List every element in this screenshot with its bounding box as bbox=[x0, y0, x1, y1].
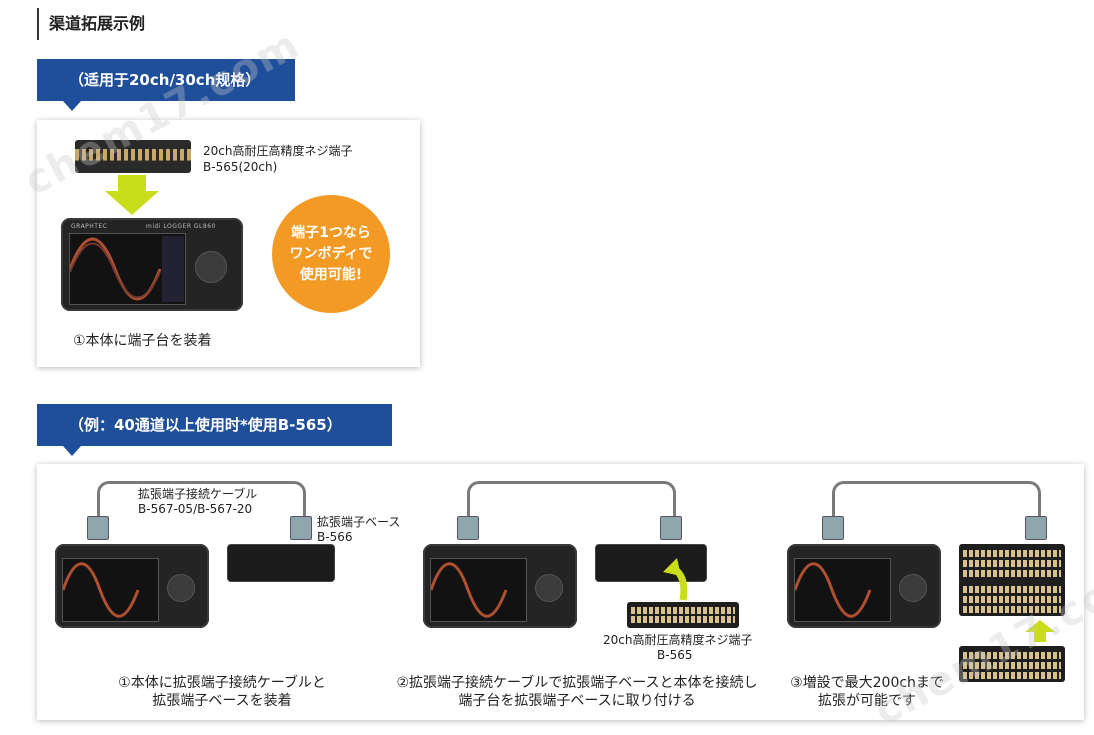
waveform-graphic bbox=[795, 562, 872, 618]
caption1-line2: 拡張端子ベースを装着 bbox=[152, 693, 292, 709]
connector-left-scene3 bbox=[822, 516, 844, 540]
terminal-block-image bbox=[75, 140, 191, 173]
logger-device-scene3 bbox=[787, 544, 941, 628]
cable-label-line2: B-567-05/B-567-20 bbox=[138, 502, 253, 516]
waveform-graphic bbox=[63, 562, 140, 618]
panel1-caption: ①本体に端子台を装着 bbox=[73, 333, 212, 349]
cable-scene2 bbox=[467, 481, 676, 520]
device-screen-scene3 bbox=[794, 558, 891, 622]
device-screen-scene1 bbox=[62, 558, 159, 622]
device-dpad bbox=[167, 574, 195, 602]
badge-line-2: ワンボディで bbox=[289, 245, 373, 262]
waveform-graphic bbox=[70, 236, 184, 302]
base-label-line1: 拡張端子ベース bbox=[317, 515, 401, 529]
cable-scene1 bbox=[97, 481, 306, 520]
logger-device: GRAPHTEC midi LOGGER GL860 bbox=[61, 218, 243, 311]
device-screen-scene2 bbox=[430, 558, 527, 622]
base-label-line2: B-566 bbox=[317, 530, 353, 544]
terminal-label-scene2-line1: 20ch高耐圧高精度ネジ端子 bbox=[603, 633, 753, 647]
device-dpad bbox=[535, 574, 563, 602]
banner-spec: （适用于20ch/30ch规格） bbox=[37, 59, 295, 111]
caption3-line2: 拡張が可能です bbox=[818, 693, 916, 709]
connector-right-scene3 bbox=[1025, 516, 1047, 540]
cable-label-line1: 拡張端子接続ケーブル bbox=[138, 487, 258, 501]
device-screen bbox=[69, 233, 186, 305]
waveform-graphic bbox=[431, 562, 508, 618]
one-body-badge: 端子1つなら ワンボディで 使用可能! bbox=[272, 195, 390, 313]
section-title: 渠道拓展示例 bbox=[37, 8, 145, 40]
caption2-line1: ②拡張端子接続ケーブルで拡張端子ベースと本体を接続し bbox=[396, 675, 758, 691]
terminal-block-scene2 bbox=[627, 602, 739, 628]
arrow-down-icon bbox=[105, 175, 159, 215]
expansion-base-scene2 bbox=[595, 544, 707, 582]
badge-line-1: 端子1つなら bbox=[291, 224, 371, 241]
caption1-line1: ①本体に拡張端子接続ケーブルと bbox=[118, 675, 326, 691]
terminal-label-line2: B-565(20ch) bbox=[203, 160, 278, 174]
connector-left-scene2 bbox=[457, 516, 479, 540]
caption3-line1: ③増設で最大200chまで bbox=[790, 675, 944, 691]
logger-device-scene1 bbox=[55, 544, 209, 628]
panel-expansion: 拡張端子接続ケーブル B-567-05/B-567-20 拡張端子ベース B-5… bbox=[37, 464, 1084, 720]
device-model: midi LOGGER GL860 bbox=[146, 223, 216, 230]
banner-example: （例：40通道以上使用时*使用B-565） bbox=[37, 404, 392, 456]
arrow-up-icon bbox=[1025, 620, 1055, 642]
terminal-block-scene3-middle bbox=[959, 580, 1065, 616]
connector-right-scene2 bbox=[660, 516, 682, 540]
device-dpad bbox=[899, 574, 927, 602]
device-dpad bbox=[195, 251, 227, 283]
cable-scene3 bbox=[832, 481, 1041, 520]
caption2-line2: 端子台を拡張端子ベースに取り付ける bbox=[458, 693, 696, 709]
terminal-label-line1: 20ch高耐圧高精度ネジ端子 bbox=[203, 144, 353, 158]
terminal-block-scene3-bottom bbox=[959, 646, 1065, 682]
logger-device-scene2 bbox=[423, 544, 577, 628]
panel-single-terminal: 20ch高耐圧高精度ネジ端子 B-565(20ch) GRAPHTEC midi… bbox=[37, 120, 420, 367]
terminal-block-scene3-top bbox=[959, 544, 1065, 584]
expansion-base-scene1 bbox=[227, 544, 335, 582]
curved-arrow-icon bbox=[663, 558, 688, 601]
device-brand: GRAPHTEC bbox=[71, 223, 108, 230]
badge-line-3: 使用可能! bbox=[299, 266, 363, 283]
connector-left-scene1 bbox=[87, 516, 109, 540]
terminal-label-scene2-line2: B-565 bbox=[657, 648, 693, 662]
connector-right-scene1 bbox=[290, 516, 312, 540]
